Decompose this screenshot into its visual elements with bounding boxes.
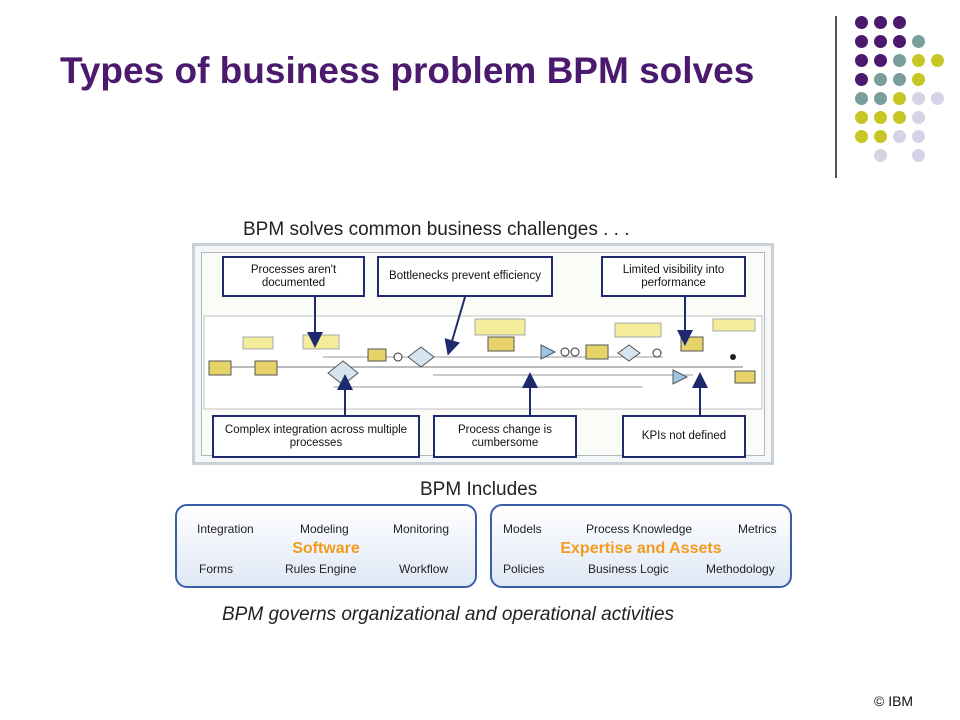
- diagram-heading: BPM solves common business challenges . …: [243, 219, 630, 240]
- decor-dot: [912, 73, 925, 86]
- expertise-label: Expertise and Assets: [560, 540, 722, 557]
- decor-dot: [855, 130, 868, 143]
- decor-dot: [874, 149, 887, 162]
- decor-dot: [893, 35, 906, 48]
- callout-limited-visibility: Limited visibility into performance: [601, 256, 746, 297]
- software-label: Software: [292, 540, 360, 557]
- decor-dot: [912, 149, 925, 162]
- decor-dot: [874, 73, 887, 86]
- decor-dot: [931, 92, 944, 105]
- software-item-workflow: Workflow: [399, 562, 449, 576]
- decor-dot: [912, 35, 925, 48]
- software-item-integration: Integration: [197, 522, 254, 536]
- decor-dot: [874, 130, 887, 143]
- decor-dot: [874, 16, 887, 29]
- expertise-item-policies: Policies: [503, 562, 545, 576]
- callout-complex-integration: Complex integration across multiple proc…: [212, 415, 420, 458]
- decor-dot: [912, 92, 925, 105]
- expertise-box: Models Process Knowledge Metrics Experti…: [490, 504, 792, 588]
- title-divider-line: [835, 16, 837, 178]
- decor-dot: [855, 111, 868, 124]
- slide-title: Types of business problem BPM solves: [60, 50, 755, 91]
- decor-dot: [874, 35, 887, 48]
- expertise-item-metrics: Metrics: [738, 522, 777, 536]
- decor-dot: [912, 130, 925, 143]
- includes-heading: BPM Includes: [420, 479, 538, 500]
- software-item-monitoring: Monitoring: [393, 522, 450, 536]
- expertise-item-process-knowledge: Process Knowledge: [586, 522, 693, 536]
- callout-kpis-not-defined: KPIs not defined: [622, 415, 746, 458]
- decor-dot: [855, 73, 868, 86]
- decor-dot: [874, 92, 887, 105]
- decor-dot: [912, 111, 925, 124]
- software-item-rules-engine: Rules Engine: [285, 562, 357, 576]
- decor-dot: [893, 73, 906, 86]
- decor-dot: [893, 16, 906, 29]
- decor-dot: [855, 16, 868, 29]
- decor-dot: [874, 111, 887, 124]
- expertise-item-business-logic: Business Logic: [588, 562, 669, 576]
- callout-process-change: Process change is cumbersome: [433, 415, 577, 458]
- decor-dot: [893, 92, 906, 105]
- decor-dot: [912, 54, 925, 67]
- decor-dot: [893, 54, 906, 67]
- decor-dot: [874, 54, 887, 67]
- callout-processes-not-documented: Processes aren't documented: [222, 256, 365, 297]
- callout-bottlenecks: Bottlenecks prevent efficiency: [377, 256, 553, 297]
- arrow-bottlenecks: [444, 296, 466, 356]
- expertise-item-models: Models: [503, 522, 542, 536]
- decor-dot: [855, 35, 868, 48]
- software-item-forms: Forms: [199, 562, 233, 576]
- governance-statement: BPM governs organizational and operation…: [222, 604, 675, 625]
- software-box: Integration Modeling Monitoring Software…: [175, 504, 477, 588]
- software-item-modeling: Modeling: [300, 522, 349, 536]
- decor-dot: [931, 54, 944, 67]
- expertise-item-methodology: Methodology: [706, 562, 775, 576]
- decor-dot: [893, 111, 906, 124]
- decor-dot: [855, 54, 868, 67]
- decor-dot: [855, 92, 868, 105]
- copyright-label: © IBM: [874, 693, 914, 709]
- decor-dot: [893, 130, 906, 143]
- process-flow-graphic: [203, 315, 763, 410]
